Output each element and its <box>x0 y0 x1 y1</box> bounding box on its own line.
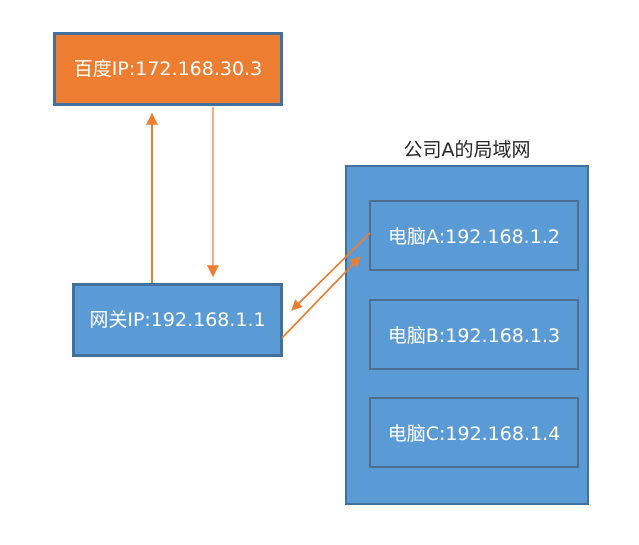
pc-b-node-label: 电脑B:192.168.1.3 <box>387 325 561 347</box>
pc-a-node-label: 电脑A:192.168.1.2 <box>388 226 560 248</box>
gateway-node: 网关IP:192.168.1.1 <box>72 283 283 357</box>
pc-a-node: 电脑A:192.168.1.2 <box>369 200 579 271</box>
lan-container: 电脑A:192.168.1.2 电脑B:192.168.1.3 电脑C:192.… <box>345 165 589 505</box>
gateway-node-label: 网关IP:192.168.1.1 <box>89 308 266 331</box>
lan-title: 公司A的局域网 <box>403 139 531 161</box>
pc-c-node-label: 电脑C:192.168.1.4 <box>387 423 561 445</box>
pc-c-node: 电脑C:192.168.1.4 <box>369 397 579 468</box>
baidu-node: 百度IP:172.168.30.3 <box>53 32 283 106</box>
pc-b-node: 电脑B:192.168.1.3 <box>369 299 579 370</box>
baidu-node-label: 百度IP:172.168.30.3 <box>73 57 263 80</box>
